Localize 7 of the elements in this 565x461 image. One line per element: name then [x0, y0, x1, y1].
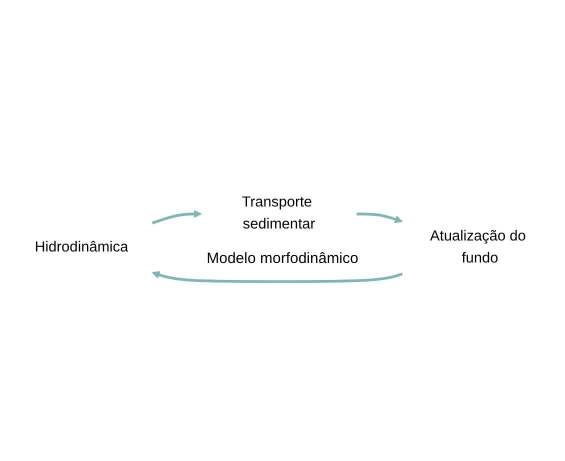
center-label: Modelo morfodinâmico [206, 250, 358, 267]
node-text: Transporte sedimentar [242, 194, 316, 232]
arrow [356, 212, 403, 223]
arrow [152, 210, 202, 224]
node-text: Hidrodinâmica [34, 239, 128, 255]
node-text: Atualização do fundo [430, 228, 526, 266]
arrow [152, 270, 403, 283]
